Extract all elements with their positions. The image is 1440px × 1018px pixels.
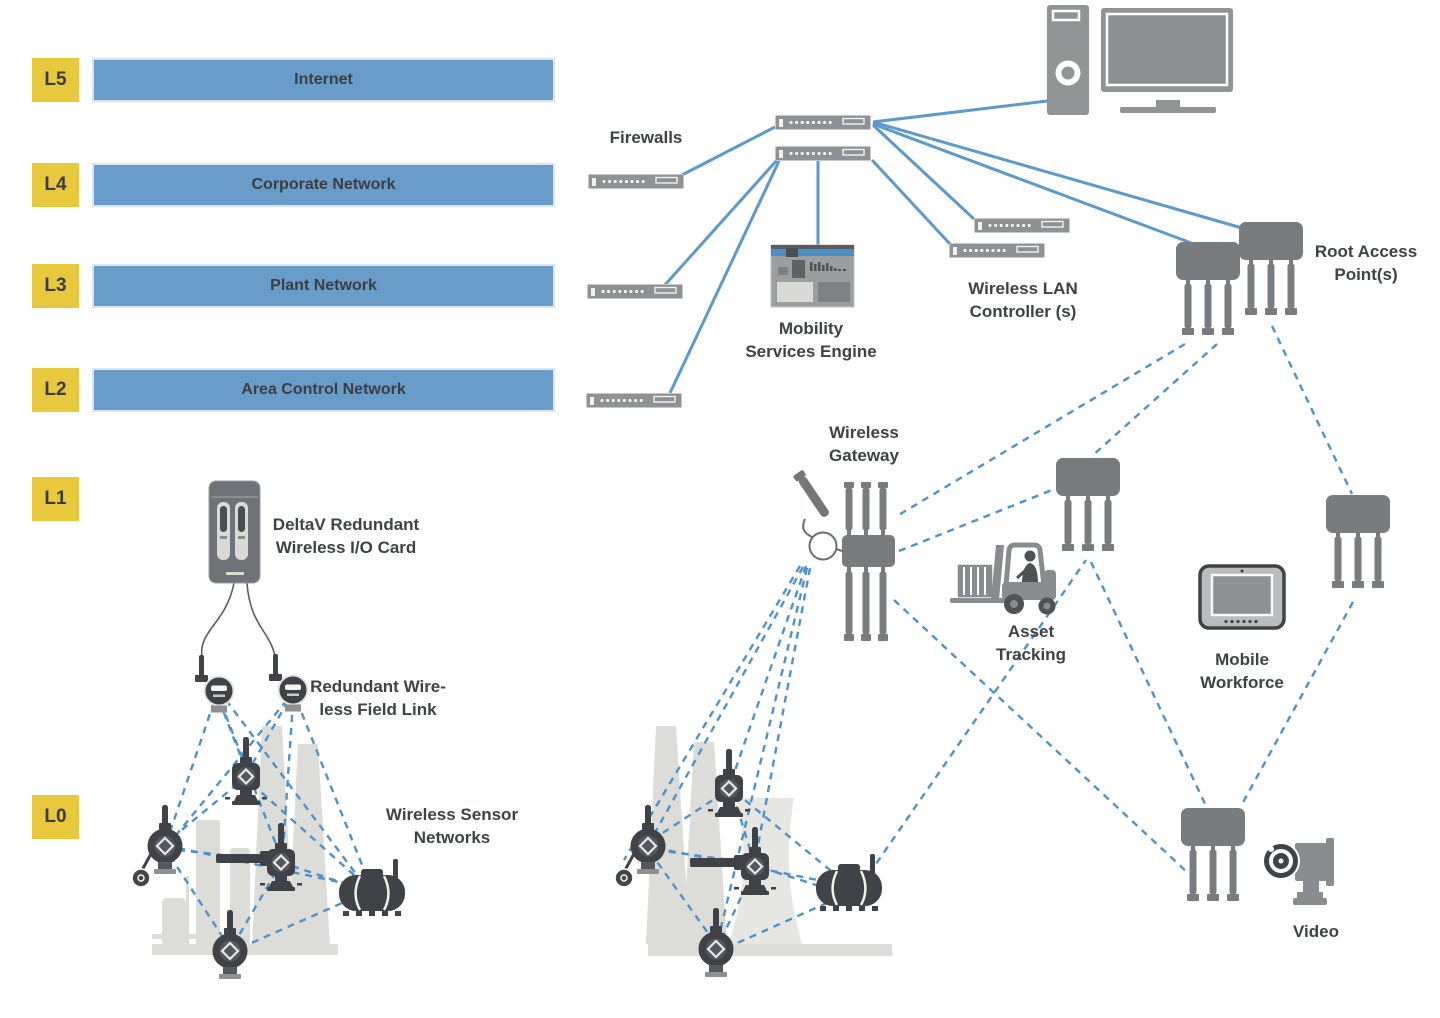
workstation-icon bbox=[1047, 5, 1233, 115]
access-point-video-icon bbox=[1181, 808, 1245, 901]
network-bar-corporate: Corporate Network bbox=[92, 163, 555, 207]
wireless-tank-mid-icon bbox=[814, 852, 884, 913]
root-access-point-back-icon bbox=[1239, 222, 1303, 315]
gateway-sensor-links bbox=[622, 565, 812, 941]
wireless-gateway-label: Wireless Gateway bbox=[829, 423, 899, 465]
level-tag-l3: L3 bbox=[32, 264, 79, 308]
root-access-point-front-icon bbox=[1176, 242, 1240, 335]
root-access-points-label: Root Access Point(s) bbox=[1314, 242, 1418, 284]
firewall-device-bottom bbox=[774, 145, 872, 162]
firewalls-label: Firewalls bbox=[609, 128, 683, 147]
mobile-workforce-label: Mobile Workforce bbox=[1200, 650, 1284, 692]
wireless-tank-left-icon bbox=[337, 857, 407, 918]
network-bar-plant: Plant Network bbox=[92, 264, 555, 308]
area-control-network-switch bbox=[585, 392, 683, 409]
sensor-left-side-icon bbox=[131, 803, 184, 888]
firewall-device-top bbox=[774, 114, 872, 131]
video-label: Video bbox=[1293, 922, 1339, 941]
level-tag-l0: L0 bbox=[32, 795, 79, 839]
rugged-tablet-icon bbox=[1198, 564, 1286, 630]
wireless-lan-controller-label: Wireless LAN Controller (s) bbox=[968, 279, 1078, 321]
sensor-mid-side-icon bbox=[614, 803, 667, 888]
sensor-mid-pipe-icon bbox=[690, 825, 778, 897]
plant-network-switch bbox=[586, 283, 684, 300]
level-tag-l5: L5 bbox=[32, 58, 79, 102]
wireless-gateway-icon bbox=[793, 470, 895, 641]
deltav-io-card-icon bbox=[208, 480, 261, 584]
level-tag-l4: L4 bbox=[32, 163, 79, 207]
access-point-right-icon bbox=[1326, 495, 1390, 588]
mobility-services-engine-label: Mobility Services Engine bbox=[745, 319, 877, 361]
sensor-left-pipe-icon bbox=[216, 821, 304, 893]
sensor-networks-label: Wireless Sensor Networks bbox=[385, 805, 519, 847]
network-bar-internet: Internet bbox=[92, 58, 555, 102]
access-point-mid-icon bbox=[1056, 458, 1120, 551]
corporate-network-switch bbox=[587, 173, 685, 190]
wired-links bbox=[662, 99, 1243, 394]
wlan-controller-device-2 bbox=[948, 242, 1046, 259]
forklift-icon bbox=[950, 542, 1056, 615]
asset-tracking-label: Asset Tracking bbox=[996, 622, 1066, 664]
wlan-controller-device-1 bbox=[973, 217, 1071, 234]
level-tag-l1: L1 bbox=[32, 477, 79, 521]
mobility-services-engine-icon bbox=[770, 244, 855, 308]
deltav-card-label: DeltaV Redundant Wireless I/O Card bbox=[272, 515, 420, 557]
io-card-cables bbox=[200, 582, 276, 659]
field-link-label: Redundant Wire- less Field Link bbox=[310, 677, 446, 719]
level-tag-l2: L2 bbox=[32, 368, 79, 412]
network-bar-area-control: Area Control Network bbox=[92, 368, 555, 412]
video-camera-icon bbox=[1262, 838, 1334, 905]
